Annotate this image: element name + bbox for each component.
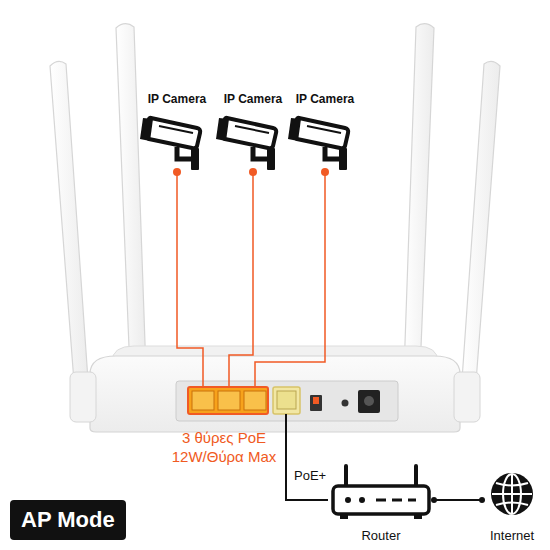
- camera-node: IP Camera: [214, 92, 292, 172]
- camera-hood: [216, 118, 229, 141]
- antenna: [462, 61, 500, 382]
- reset-button: [342, 400, 349, 407]
- router-foot: [414, 514, 422, 519]
- power-jack: [358, 390, 380, 413]
- network-node: Router: [328, 460, 434, 544]
- connector-dot: [173, 168, 181, 176]
- power-jack-hole: [364, 396, 374, 406]
- globe-icon: [491, 473, 533, 515]
- poe-port: [218, 391, 240, 410]
- connector: [286, 414, 328, 500]
- router-led: [392, 499, 402, 502]
- antenna-base: [454, 372, 480, 422]
- router-body: [90, 356, 460, 432]
- camera-icon: [140, 118, 200, 170]
- router-led: [359, 497, 365, 503]
- antenna: [404, 24, 434, 372]
- router-antenna: [344, 466, 348, 486]
- connector: [255, 172, 325, 387]
- connector-dot: [321, 168, 329, 176]
- access-point-ports: 3 θύρες PoE 12W/Θύρα Max: [186, 387, 302, 414]
- globe-parallel: [496, 483, 528, 486]
- icon-label: Internet: [482, 528, 542, 544]
- camera-stripe: [235, 126, 269, 133]
- poe-port: [192, 391, 214, 410]
- mode-badge: AP Mode: [10, 500, 126, 540]
- network-node: Internet: [482, 468, 542, 544]
- globe-parallel: [496, 503, 528, 506]
- router-case: [333, 486, 429, 514]
- camera-label: IP Camera: [214, 92, 292, 106]
- router-antenna: [414, 466, 418, 486]
- router-led: [345, 497, 351, 503]
- router-led: [408, 499, 416, 502]
- antenna: [116, 24, 146, 372]
- connector-dot: [249, 168, 257, 176]
- connector: [229, 172, 253, 387]
- antenna: [50, 61, 88, 382]
- globe: [491, 473, 533, 515]
- camera-icon: [216, 118, 276, 170]
- camera-body: [223, 118, 276, 148]
- camera-label: IP Camera: [286, 92, 364, 106]
- camera-hood: [288, 118, 301, 141]
- poe-ports-note: 3 θύρες PoE 12W/Θύρα Max: [168, 428, 280, 466]
- camera-body: [147, 118, 200, 148]
- connector-dot: [431, 497, 437, 503]
- camera-label: IP Camera: [138, 92, 216, 106]
- router-foot: [340, 514, 348, 519]
- globe-parallel: [492, 493, 532, 495]
- camera-stripe: [159, 126, 193, 133]
- camera-plate: [191, 148, 199, 170]
- camera-hood: [140, 118, 153, 141]
- router-led: [376, 499, 386, 502]
- connector: [434, 499, 482, 501]
- mode-badge-text: AP Mode: [21, 507, 115, 533]
- icon-label: Router: [328, 528, 434, 544]
- switch: [310, 395, 322, 411]
- camera-icon: [288, 118, 348, 170]
- camera-plate: [339, 148, 347, 170]
- camera-body: [295, 118, 348, 148]
- camera-mount: [325, 147, 340, 159]
- router-icon: [333, 466, 429, 519]
- switch-toggle: [313, 397, 319, 404]
- poe-port-group: [188, 387, 268, 414]
- poe-port: [244, 391, 266, 410]
- camera-mount: [177, 147, 192, 159]
- poe-plus-port: [277, 391, 296, 409]
- camera-node: IP Camera: [138, 92, 216, 172]
- camera-stripe: [307, 126, 341, 133]
- camera-plate: [267, 148, 275, 170]
- camera-mount: [253, 147, 268, 159]
- antenna-base: [70, 372, 96, 422]
- connector-label: PoE+: [292, 468, 328, 484]
- connector-dot: [479, 497, 485, 503]
- camera-node: IP Camera: [286, 92, 364, 172]
- connector: [177, 172, 203, 387]
- poe-plus-port: [273, 387, 300, 414]
